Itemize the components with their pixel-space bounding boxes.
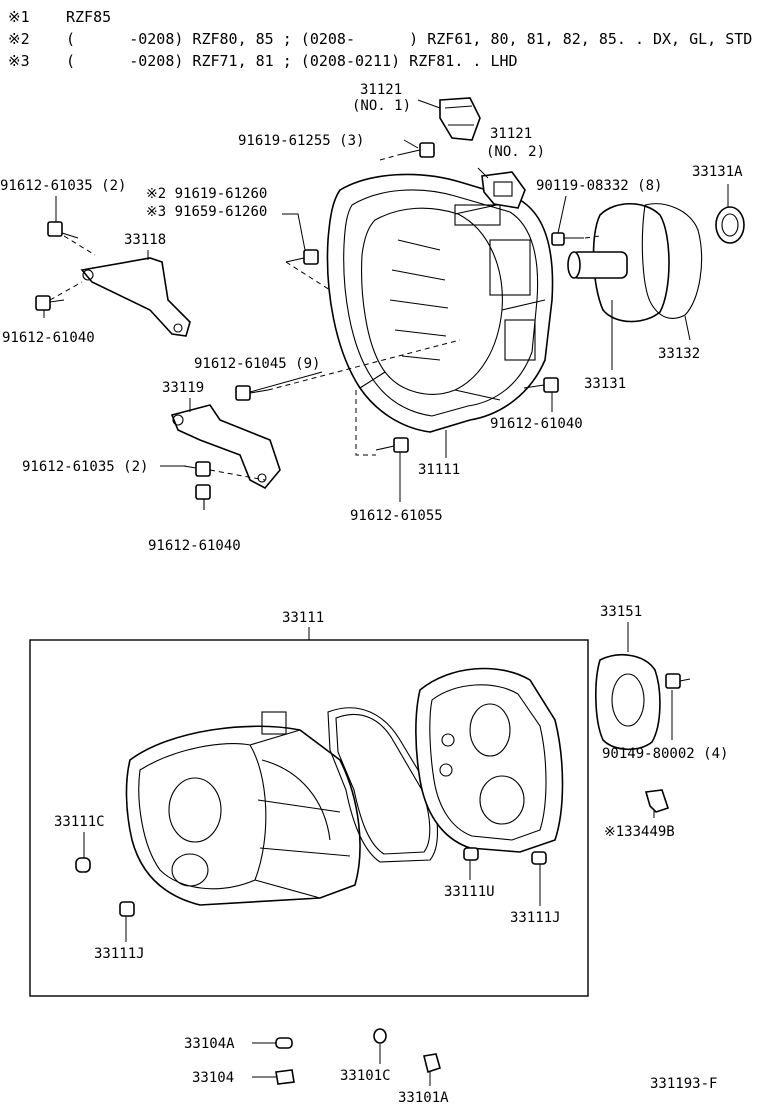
label-31111: 31111 (418, 462, 460, 478)
label-33132: 33132 (658, 346, 700, 362)
label-33104A: 33104A (184, 1036, 235, 1052)
label-91612-61035-a: 91612-61035 (2) (0, 178, 126, 194)
part-33101A (423, 1053, 441, 1074)
bolt-91612-61035-a (47, 221, 79, 239)
label-33151: 33151 (600, 604, 642, 620)
bolt-91612-61040-c (195, 484, 211, 510)
label-90149-80002: 90149-80002 (4) (602, 746, 728, 762)
label-33111J-b: 33111J (510, 910, 561, 926)
clutch-housing-31111 (326, 173, 554, 433)
bolt-90119-08332 (551, 232, 584, 246)
bolt-91619-61255 (397, 142, 435, 158)
label-91612-61040-c: 91612-61040 (148, 538, 241, 554)
note-3-mark: ※3 (8, 52, 30, 70)
label-31121-no1-sub: (NO. 1) (352, 98, 411, 114)
extension-housing (415, 667, 564, 853)
label-91612-61040-a: 91612-61040 (2, 330, 95, 346)
label-91619-61260: ※2 91619-61260 (146, 186, 267, 202)
lower-frame (29, 627, 589, 997)
transmission-case-33111 (125, 711, 361, 906)
label-91612-61035-b: 91612-61035 (2) (22, 459, 148, 475)
label-33118: 33118 (124, 232, 166, 248)
label-33111: 33111 (282, 610, 324, 626)
note-2-mark: ※2 (8, 30, 30, 48)
label-33104: 33104 (192, 1070, 234, 1086)
part-33104A (275, 1037, 293, 1049)
label-91612-61055: 91612-61055 (350, 508, 443, 524)
bolt-90149-80002 (665, 673, 691, 689)
label-33101C: 33101C (340, 1068, 391, 1084)
label-31121-no2: 31121 (490, 126, 532, 142)
leaders-lower (83, 622, 673, 1086)
bolt-91612-61055 (375, 437, 409, 453)
bearing-retainer-33131 (567, 203, 670, 323)
gasket-33132 (641, 203, 703, 319)
note-1-text: RZF85 (66, 8, 111, 26)
leaders-upper (43, 99, 729, 502)
cover-33151 (595, 654, 661, 751)
pin-33111U (463, 847, 479, 861)
bracket-33118 (80, 257, 191, 337)
label-31121-no2-sub: (NO. 2) (486, 144, 545, 160)
part-33101C (373, 1028, 387, 1044)
release-fork-31121-no1 (439, 97, 481, 141)
pin-33111J-b (531, 851, 547, 865)
bracket-33119 (170, 404, 281, 490)
label-33111J-a: 33111J (94, 946, 145, 962)
label-33131: 33131 (584, 376, 626, 392)
reference-code: 331193-F (650, 1076, 717, 1092)
label-91612-61040-b: 91612-61040 (490, 416, 583, 432)
note-3-text: ( -0208) RZF71, 81 ; (0208-0211) RZF81. … (66, 52, 518, 70)
label-133449B: ※133449B (604, 824, 675, 840)
bolt-91619-61260 (285, 249, 319, 265)
release-clip-31121-no2 (481, 171, 526, 209)
part-labels: 31121 (NO. 1) 91619-61255 (3) 31121 (NO.… (0, 82, 743, 1106)
label-33131A: 33131A (692, 164, 743, 180)
label-91619-61255: 91619-61255 (3) (238, 133, 364, 149)
bolt-91612-61035-b (183, 461, 211, 477)
oil-seal-33131A (715, 206, 745, 244)
note-2-text: ( -0208) RZF80, 85 ; (0208- ) RZF61, 80,… (66, 30, 752, 48)
bolt-91612-61040-a (35, 295, 65, 311)
pin-33111C (75, 857, 91, 873)
sensor-133449B (644, 789, 670, 813)
label-33119: 33119 (162, 380, 204, 396)
note-1-mark: ※1 (8, 8, 30, 26)
notes: ※1 RZF85 ※2 ( -0208) RZF80, 85 ; (0208- … (8, 8, 752, 70)
bottom-parts (275, 1028, 441, 1085)
pin-33111J-a (119, 901, 135, 917)
pins (75, 847, 547, 917)
bolts-upper (35, 142, 584, 510)
label-90119-08332: 90119-08332 (8) (536, 178, 662, 194)
label-33111U: 33111U (444, 884, 495, 900)
label-33111C: 33111C (54, 814, 105, 830)
label-91659-61260: ※3 91659-61260 (146, 204, 267, 220)
part-33104 (275, 1069, 295, 1085)
bolt-91612-61040-b (523, 377, 559, 393)
label-91612-61045: 91612-61045 (9) (194, 356, 320, 372)
case-gasket (327, 707, 438, 863)
label-31121-no1: 31121 (360, 82, 402, 98)
install-lines-upper (49, 154, 601, 481)
label-33101A: 33101A (398, 1090, 449, 1106)
bolt-91612-61045 (235, 385, 269, 401)
